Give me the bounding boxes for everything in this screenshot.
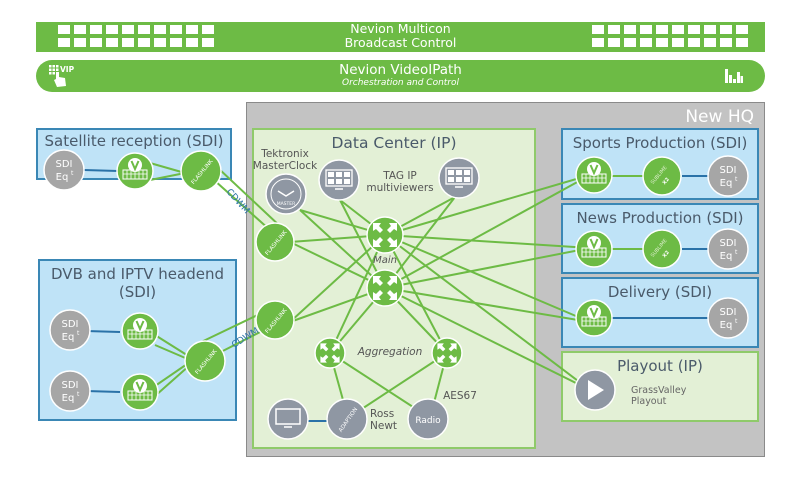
new-hq-title: New HQ [685,107,754,127]
sports-sdi-eq-node[interactable]: SDI Eq t [707,155,749,197]
right-internal-links [612,175,710,319]
news-sublime-node[interactable]: SUBLIME X2 [642,229,682,269]
satellite-flashlink-node[interactable]: FLASHLINK [180,150,222,192]
sports-production-title: Sports Production (SDI) [572,134,748,152]
videoipath-title: Nevion VideoIPath Orchestration and Cont… [36,62,765,89]
radio-text: Radio [415,416,441,426]
eq-superscript: t [735,318,738,325]
sdi-label: SDI [720,165,737,176]
eq-superscript: t [77,391,80,398]
datacenter-flashlink-node-2[interactable]: FLASHLINK [255,300,295,340]
masterclock-label-line2: MasterClock [252,160,318,172]
adaption-node[interactable]: ADAPTION [326,398,368,440]
videoipath-subtitle: Orchestration and Control [341,78,460,88]
grassvalley-label-line1: GrassValley [631,385,687,396]
multicon-title-line1: Nevion Multicon [350,21,451,36]
satellite-sdi-eq-node[interactable]: SDI Eq t [43,149,85,191]
dvb-sdi-eq-node-2[interactable]: SDI Eq t [49,370,91,412]
dvb-flashlink-node[interactable]: FLASHLINK [184,340,226,382]
dvb-v-node-icon-2[interactable] [121,373,159,411]
cdwm-label-top: CDWM [224,187,251,216]
eq-label: Eq [62,332,75,343]
playout-title: Playout (IP) [617,357,703,375]
multicon-title-line2: Broadcast Control [344,35,457,50]
sublime-x2-text: X2 [662,249,672,259]
multicon-grid-left-icon [58,25,214,47]
left-internal-links [83,162,191,397]
datacenter-flashlink-node-1[interactable]: FLASHLINK [255,222,295,262]
vip-touch-icon: VIP [48,63,88,89]
main-router-icon-1[interactable] [366,216,404,254]
aggregation-label: Aggregation [357,346,423,358]
sdi-label: SDI [720,307,737,318]
main-label: Main [373,255,397,266]
delivery-v-node-icon[interactable] [575,299,613,337]
dvb-iptv-title-line1: DVB and IPTV headend [51,265,224,283]
videoipath-title-text: Nevion VideoIPath [339,62,462,78]
satellite-reception-title: Satellite reception (SDI) [44,132,224,150]
multiviewers-label-line1: TAG IP [383,170,417,182]
sdi-label: SDI [62,380,79,391]
ross-newt-label-line1: Ross [370,408,395,420]
dvb-v-node-icon-1[interactable] [121,312,159,350]
ross-newt-label: Ross Newt [370,408,405,432]
delivery-sdi-eq-node[interactable]: SDI Eq t [707,297,749,339]
sdi-label: SDI [56,159,73,170]
main-router-icon-2[interactable] [366,269,404,307]
data-center-title: Data Center (IP) [331,134,457,152]
sdi-label: SDI [62,319,79,330]
aes67-label: AES67 [443,390,477,402]
aggregation-router-icon-2[interactable] [431,337,463,369]
eq-superscript: t [77,330,80,337]
satellite-v-node-icon[interactable] [116,152,154,190]
aggregation-router-icon-1[interactable] [314,337,346,369]
news-production-title: News Production (SDI) [576,209,744,227]
cdwm-label-bottom: CDWM [230,326,261,350]
multiviewers-label-line2: multiviewers [366,182,434,194]
eq-superscript: t [735,176,738,183]
ross-newt-label-line2: Newt [370,420,398,432]
radio-node[interactable]: Radio [407,398,449,440]
dvb-sdi-eq-node-1[interactable]: SDI Eq t [49,309,91,351]
eq-label: Eq [720,251,733,262]
eq-superscript: t [71,170,74,177]
datacenter-mesh-links [289,174,591,419]
dvb-iptv-title: DVB and IPTV headend (SDI) [40,265,235,301]
master-text: MASTER [277,201,296,207]
grassvalley-label: GrassValley Playout [631,385,686,407]
eq-label: Eq [720,320,733,331]
sports-v-node-icon[interactable] [575,156,613,194]
masterclock-node[interactable]: MASTER [265,173,307,215]
multiviewer-node-icon-2[interactable] [438,157,480,199]
eq-label: Eq [62,393,75,404]
grassvalley-label-line2: Playout [631,396,667,407]
multicon-title: Nevion Multicon Broadcast Control [36,22,765,50]
playout-play-node[interactable] [574,369,616,411]
multiviewer-node-icon-1[interactable] [318,159,360,201]
masterclock-label-line1: Tektronix [261,148,309,160]
delivery-title: Delivery (SDI) [607,283,713,301]
sdi-label: SDI [720,238,737,249]
vip-logo-text: VIP [60,65,75,74]
multicon-bar: Nevion Multicon Broadcast Control [36,22,765,52]
multicon-grid-right-icon [592,25,748,47]
videoipath-bar: VIP Nevion VideoIPath Orchestration and … [36,60,765,92]
news-v-node-icon[interactable] [575,230,613,268]
eq-label: Eq [56,172,69,183]
sublime-x2-text: X2 [662,176,672,186]
dvb-iptv-title-line2: (SDI) [118,283,157,301]
eq-label: Eq [720,178,733,189]
sports-sublime-node[interactable]: SUBLIME X2 [642,156,682,196]
news-sdi-eq-node[interactable]: SDI Eq t [707,228,749,270]
multiviewers-label: TAG IP multiviewers [365,170,435,194]
nevion-bars-icon [725,67,743,85]
play-icon [588,380,604,400]
eq-superscript: t [735,249,738,256]
monitor-node[interactable] [267,398,309,440]
masterclock-label: Tektronix MasterClock [250,148,320,172]
